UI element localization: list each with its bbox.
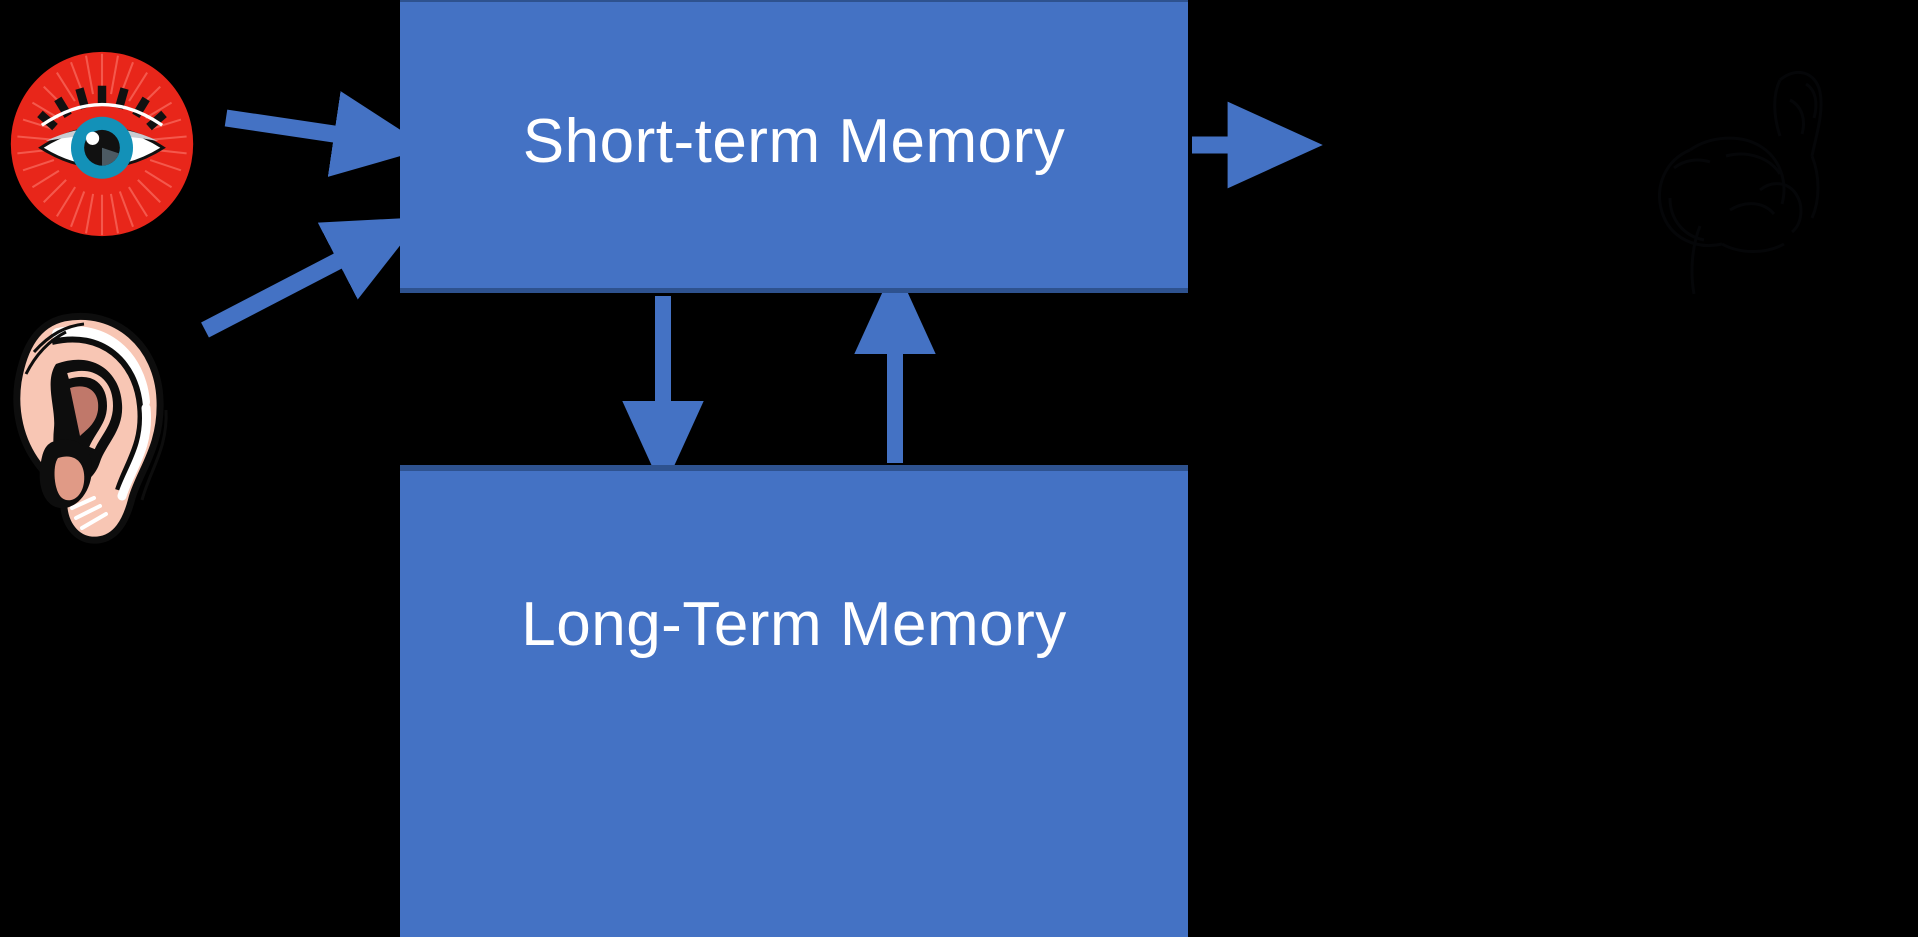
arrow-ear-to-stm: [201, 217, 423, 338]
long-term-memory-label: Long-Term Memory: [521, 589, 1067, 659]
ear-icon: [8, 312, 188, 544]
eye-icon: [8, 48, 196, 240]
short-term-memory-box[interactable]: Short-term Memory: [400, 0, 1188, 293]
long-term-memory-box[interactable]: Long-Term Memory: [400, 465, 1188, 937]
short-term-memory-label: Short-term Memory: [522, 106, 1066, 176]
arrow-eye-to-stm: [224, 91, 429, 177]
hand-output-icon: [1630, 40, 1918, 340]
